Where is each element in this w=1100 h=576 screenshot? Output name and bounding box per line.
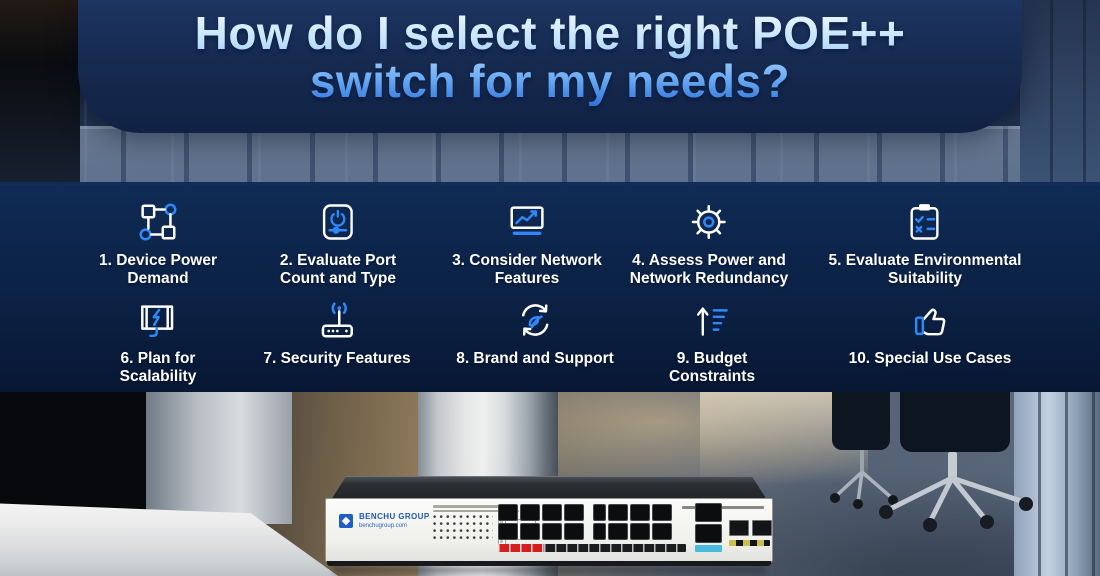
uplink-rj45-port [695,503,722,522]
office-glass-wall [0,126,1100,185]
rj45-port [593,523,606,540]
step-label-line: 6. Plan for [120,350,196,367]
uplink-rj45-port [695,524,722,543]
spec-fineprint-line [433,509,519,512]
office-ceiling-left [0,0,80,182]
step-7-security-features: 7. Security Features [263,295,411,368]
step-label-line: Scalability [119,368,197,386]
switch-website-text: benchugroup.com [359,523,408,529]
step-label-line: 2. Evaluate Port [279,252,397,269]
title-line-2: switch for my needs? [309,55,791,108]
brand-support-icon [456,295,614,345]
rj45-port [593,504,606,521]
budget-icon [669,295,755,345]
step-label-line: 4. Assess Power and [632,252,786,269]
step-label-line: Suitability [887,270,963,288]
poe-port-label-dark [544,544,686,552]
rj45-port [564,523,584,540]
device-power-topology-icon [99,197,217,247]
rj45-port-grid [498,504,672,540]
sfp-port [729,520,749,536]
uplink-fineprint-line [682,506,764,509]
poe-switch-device: BENCHU GROUP benchugroup.com [325,476,773,576]
step-label-line: 1. Device Power [98,252,218,269]
window-right [1014,392,1100,576]
switch-bottom-bezel [327,561,771,566]
office-window-right-top [1020,0,1100,182]
uplink-label-strip [695,545,722,552]
rj45-port [520,523,540,540]
rj45-port [652,523,672,540]
frosted-glass-panels [146,392,292,524]
benchu-logo-icon [339,514,353,528]
port-label-strip [498,544,686,552]
step-label-line: Constraints [668,368,756,386]
scalability-power-icon [120,295,197,345]
uplink-port-stack [695,503,722,545]
title-banner: How do I select the right POE++ switch f… [78,0,1022,133]
step-label-line: 9. Budget [676,350,748,367]
step-label-line: Network Redundancy [629,270,789,288]
rj45-port [608,504,628,521]
step-label-line: 8. Brand and Support [456,350,614,367]
security-router-icon [263,295,410,345]
switch-top-chassis [331,476,767,500]
port-count-icon [280,197,396,247]
rj45-port [608,523,628,540]
step-8-brand-and-support: 8. Brand and Support [456,295,614,368]
led-indicator-grid [433,515,493,543]
rj45-port [498,523,518,540]
poe-port-label-red [498,544,544,552]
step-label-line: Features [494,270,560,288]
step-10-special-use-cases: 10. Special Use Cases [848,295,1012,368]
environment-checklist-icon [829,197,1022,247]
page-title: How do I select the right POE++ switch f… [78,9,1022,106]
step-label-line: Count and Type [280,270,396,288]
rj45-port [498,504,518,521]
network-features-icon [452,197,602,247]
switch-brand-text: BENCHU GROUP [359,512,430,521]
rj45-port [564,504,584,521]
sfp-label-strip [729,540,770,546]
step-label-line: Demand [127,270,189,288]
step-label-line: 7. Security Features [263,350,411,367]
rj45-port [542,504,562,521]
redundancy-gear-icon [630,197,788,247]
step-label-line: 10. Special Use Cases [848,350,1012,367]
rj45-port [542,523,562,540]
switch-front-panel: BENCHU GROUP benchugroup.com [325,498,773,562]
step-label-line: 3. Consider Network [452,252,602,269]
rj45-port [520,504,540,521]
rj45-port [652,504,672,521]
rj45-port [630,523,650,540]
office-chairs [830,370,1033,532]
special-use-thumb-icon [849,295,1012,345]
step-label-line: 5. Evaluate Environmental [828,252,1022,269]
sfp-port [752,520,772,536]
spec-fineprint-line [433,505,499,508]
title-line-1: How do I select the right POE++ [194,7,906,59]
switch-floor-reflection [333,567,765,576]
rj45-port [630,504,650,521]
